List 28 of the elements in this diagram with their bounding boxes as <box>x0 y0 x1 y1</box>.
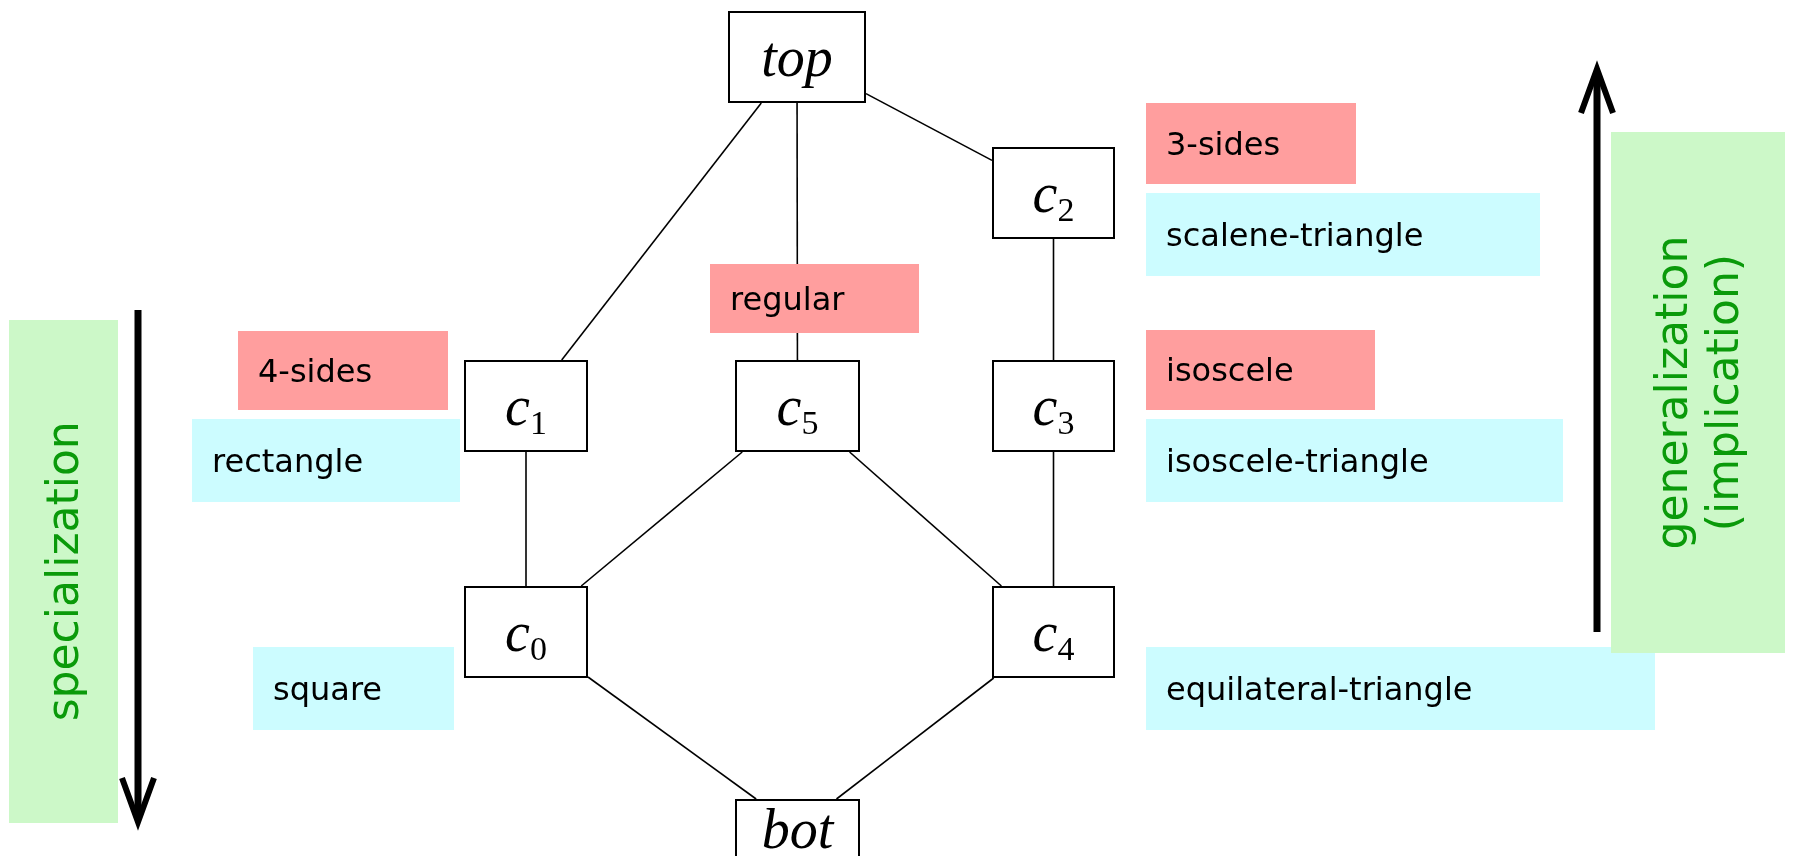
concept-box: bot <box>735 799 860 856</box>
connector-line <box>587 676 757 800</box>
concept-tag: rectangle <box>192 419 460 502</box>
concept-tag: isoscele-triangle <box>1146 419 1563 502</box>
concept-box: c$_{4}$ <box>992 586 1115 678</box>
concept-tag: regular <box>710 264 919 333</box>
concept-box: c$_{1}$ <box>464 360 588 452</box>
concept-tag: scalene-triangle <box>1146 193 1540 276</box>
connector-line <box>848 451 1003 587</box>
concept-box: top <box>728 11 866 103</box>
concept-box: c$_{0}$ <box>464 586 588 678</box>
concept-tag: isoscele <box>1146 330 1375 410</box>
connector-line <box>580 451 744 587</box>
connector-line <box>1052 238 1055 361</box>
connector-line <box>835 677 995 800</box>
connector-line <box>525 451 527 587</box>
concept-box: c$_{2}$ <box>992 147 1115 239</box>
connector-line <box>560 102 763 361</box>
concept-tag: square <box>253 647 454 730</box>
concept-box: c$_{3}$ <box>992 360 1115 452</box>
connector-line <box>1052 451 1055 587</box>
concept-tag: 4-sides <box>238 331 448 410</box>
connector-line <box>865 92 993 162</box>
concept-tag: equilateral-triangle <box>1146 647 1655 730</box>
concept-tag: 3-sides <box>1146 103 1356 184</box>
direction-label: specialization <box>9 320 118 823</box>
concept-box: c$_{5}$ <box>735 360 860 452</box>
direction-label: generalization (implication) <box>1611 132 1785 653</box>
